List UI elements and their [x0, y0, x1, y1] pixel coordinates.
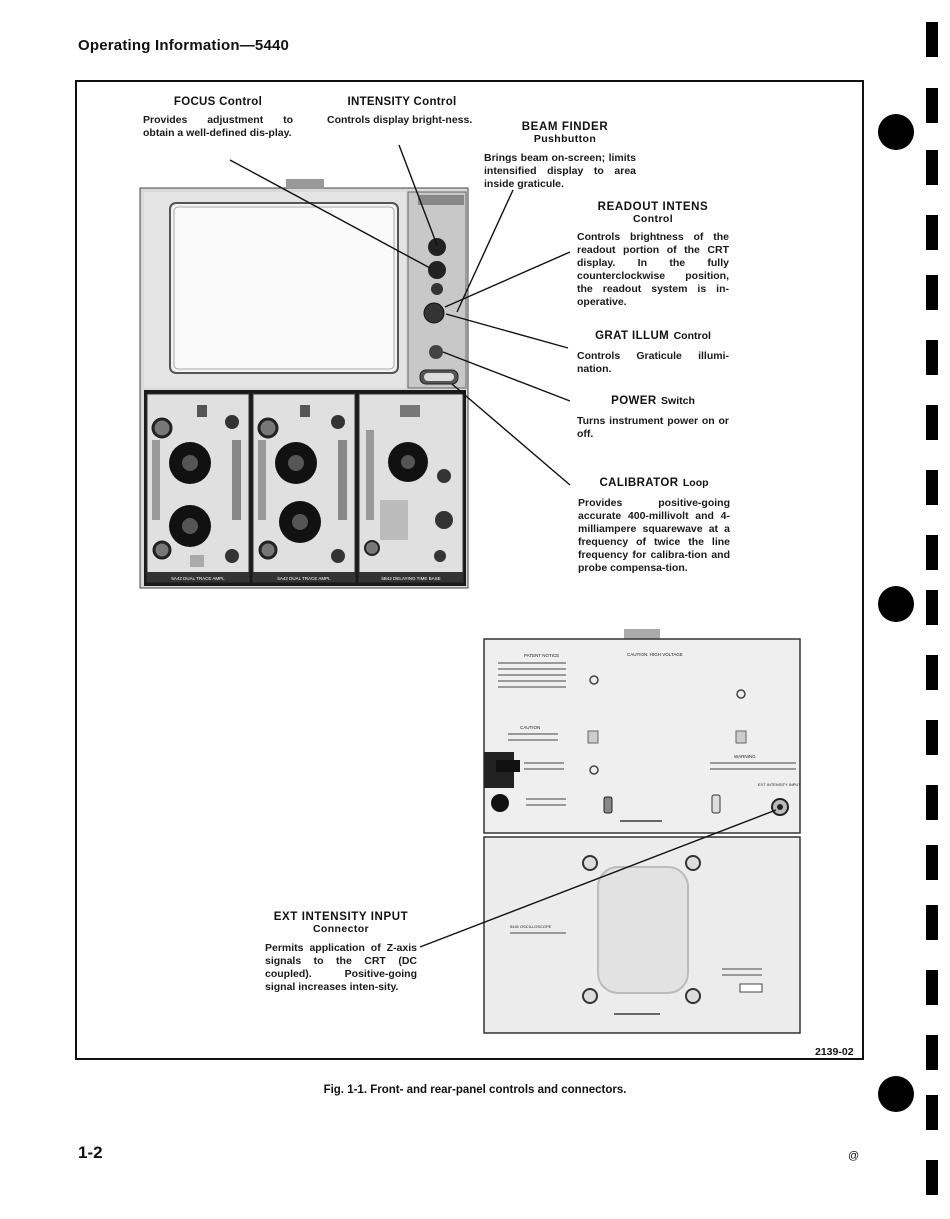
- focus-desc: Provides adjustment to obtain a well-def…: [143, 114, 293, 139]
- rear-caution-text: CAUTION: [520, 725, 540, 730]
- intensity-desc: Controls display bright-ness.: [327, 114, 473, 126]
- plugin-2-label: 5A42 DUAL TRACE AMPL: [277, 576, 331, 581]
- calibrator-callout: CALIBRATOR Loop Provides positive-going …: [578, 473, 730, 575]
- readout-intens-desc: Controls brightness of the readout porti…: [577, 231, 729, 308]
- rear-panel-photo: PATENT NOTICE CAUTION: HIGH VOLTAGE CAUT…: [483, 629, 801, 834]
- rear-model-text: 5440 OSCILLOSCOPE: [510, 924, 552, 929]
- rear-panel-lower: 5440 OSCILLOSCOPE: [483, 836, 801, 1034]
- binding-marks: [878, 22, 938, 1195]
- plugin-3: 5B42 DELAYING TIME BASE: [358, 393, 464, 583]
- focus-callout: FOCUS Control Provides adjustment to obt…: [143, 96, 293, 140]
- intensity-callout: INTENSITY Control Controls display brigh…: [327, 96, 477, 127]
- ext-intensity-desc: Permits application of Z-axis signals to…: [265, 942, 417, 993]
- corner-mark: @: [848, 1150, 860, 1162]
- grat-illum-sub: Control: [673, 330, 711, 342]
- rear-warning-text: WARNING: [734, 754, 756, 759]
- calibrator-desc: Provides positive-going accurate 400-mil…: [578, 497, 730, 574]
- calibrator-sub: Loop: [682, 477, 709, 489]
- ext-intensity-callout: EXT INTENSITY INPUT Connector Permits ap…: [265, 911, 417, 994]
- grat-illum-desc: Controls Graticule illumi-nation.: [577, 350, 729, 375]
- page-number: 1-2: [78, 1143, 103, 1162]
- beam-finder-desc: Brings beam on-screen; limits intensifie…: [484, 152, 636, 190]
- plugin-3-label: 5B42 DELAYING TIME BASE: [381, 576, 440, 581]
- power-title: POWER: [611, 395, 657, 407]
- intensity-title: INTENSITY Control: [347, 96, 457, 108]
- beam-finder-callout: BEAM FINDER Pushbutton Brings beam on-sc…: [484, 121, 636, 191]
- rear-caution-hv-text: CAUTION: HIGH VOLTAGE: [627, 652, 683, 657]
- calibrator-title: CALIBRATOR: [599, 477, 679, 489]
- beam-finder-title: BEAM FINDER: [521, 121, 609, 133]
- ext-intensity-sub: Connector: [312, 923, 370, 935]
- rear-patent-text: PATENT NOTICE: [524, 653, 559, 658]
- power-sub: Switch: [661, 395, 695, 407]
- focus-title: FOCUS Control: [173, 96, 263, 108]
- plugin-1-label: 5A42 DUAL TRACE AMPL: [171, 576, 225, 581]
- grat-illum-title: GRAT ILLUM: [595, 330, 670, 342]
- figure-caption: Fig. 1-1. Front- and rear-panel controls…: [323, 1084, 627, 1096]
- readout-intens-sub: Control: [632, 213, 674, 225]
- ext-intensity-title: EXT INTENSITY INPUT: [273, 911, 409, 923]
- rear-ext-intensity-text: EXT INTENSITY INPUT: [758, 782, 801, 787]
- figure-frame: [75, 80, 864, 1060]
- plugin-2: 5A42 DUAL TRACE AMPL: [252, 393, 356, 583]
- leader-lines: [229, 144, 777, 948]
- power-callout: POWER Switch Turns instrument power on o…: [577, 391, 729, 441]
- beam-finder-sub: Pushbutton: [533, 133, 597, 145]
- power-desc: Turns instrument power on or off.: [577, 415, 729, 440]
- grat-illum-callout: GRAT ILLUM Control Controls Graticule il…: [577, 326, 729, 376]
- plugin-1: 5A42 DUAL TRACE AMPL: [146, 393, 250, 583]
- readout-intens-title: READOUT INTENS: [597, 201, 709, 213]
- figure-number: 2139-02: [812, 1046, 857, 1058]
- page-header: Operating Information—5440: [78, 37, 290, 54]
- readout-intens-callout: READOUT INTENS Control Controls brightne…: [577, 201, 729, 309]
